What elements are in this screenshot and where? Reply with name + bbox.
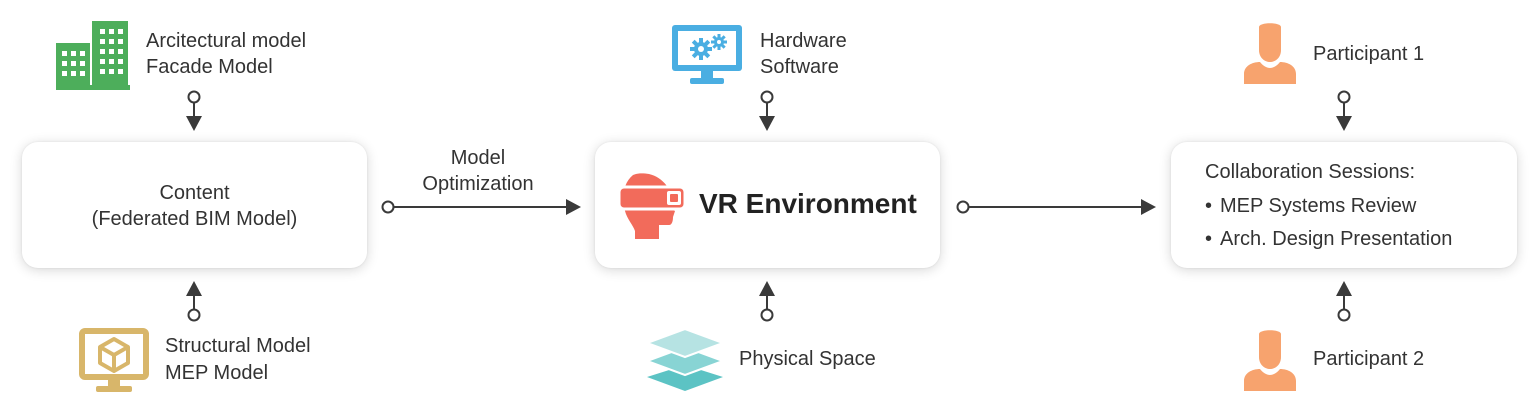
layers-icon: [644, 327, 726, 391]
hw-label-2: Software: [760, 56, 839, 78]
space-label: Physical Space: [739, 348, 876, 370]
model-optimization-label-2: Optimization: [422, 173, 534, 195]
arrow-p2-to-collab: [1336, 281, 1352, 322]
collaboration-box: Collaboration Sessions: MEP Systems Revi…: [1171, 142, 1517, 268]
arrow-arch-to-content: [186, 90, 202, 131]
struct-label-1: Structural Model: [165, 335, 311, 357]
list-item: Arch. Design Presentation: [1205, 223, 1452, 256]
vr-headset-icon: [617, 173, 687, 239]
content-subtitle: (Federated BIM Model): [91, 208, 298, 230]
arch-label-1: Arcitectural model: [146, 30, 307, 52]
arrow-p1-to-collab: [1336, 90, 1352, 131]
collaboration-list: MEP Systems Review Arch. Design Presenta…: [1205, 190, 1452, 256]
arrow-space-to-vr: [759, 281, 775, 322]
arrow-content-to-vr: [381, 199, 581, 215]
list-item: MEP Systems Review: [1205, 190, 1452, 223]
building-icon: [56, 21, 130, 90]
struct-label-2: MEP Model: [165, 362, 269, 384]
collaboration-title: Collaboration Sessions:: [1205, 161, 1416, 183]
hw-label-1: Hardware: [760, 30, 847, 52]
arrow-vr-to-collab: [956, 199, 1156, 215]
participant-1-label: Participant 1: [1313, 43, 1425, 65]
content-title: Content: [159, 182, 230, 204]
content-box: Content (Federated BIM Model): [22, 142, 367, 268]
vr-environment-box: VR Environment: [595, 142, 940, 268]
monitor-gears-icon: [672, 25, 742, 84]
person-icon: [1244, 23, 1296, 84]
participant-2-label: Participant 2: [1313, 348, 1425, 370]
vr-title: VR Environment: [699, 188, 917, 219]
monitor-cube-icon: [79, 328, 149, 392]
arch-label-2: Facade Model: [146, 56, 273, 78]
arrow-hw-to-vr: [759, 90, 775, 131]
person-icon: [1244, 330, 1296, 391]
arrow-struct-to-content: [186, 281, 202, 322]
model-optimization-label-1: Model: [450, 147, 506, 169]
